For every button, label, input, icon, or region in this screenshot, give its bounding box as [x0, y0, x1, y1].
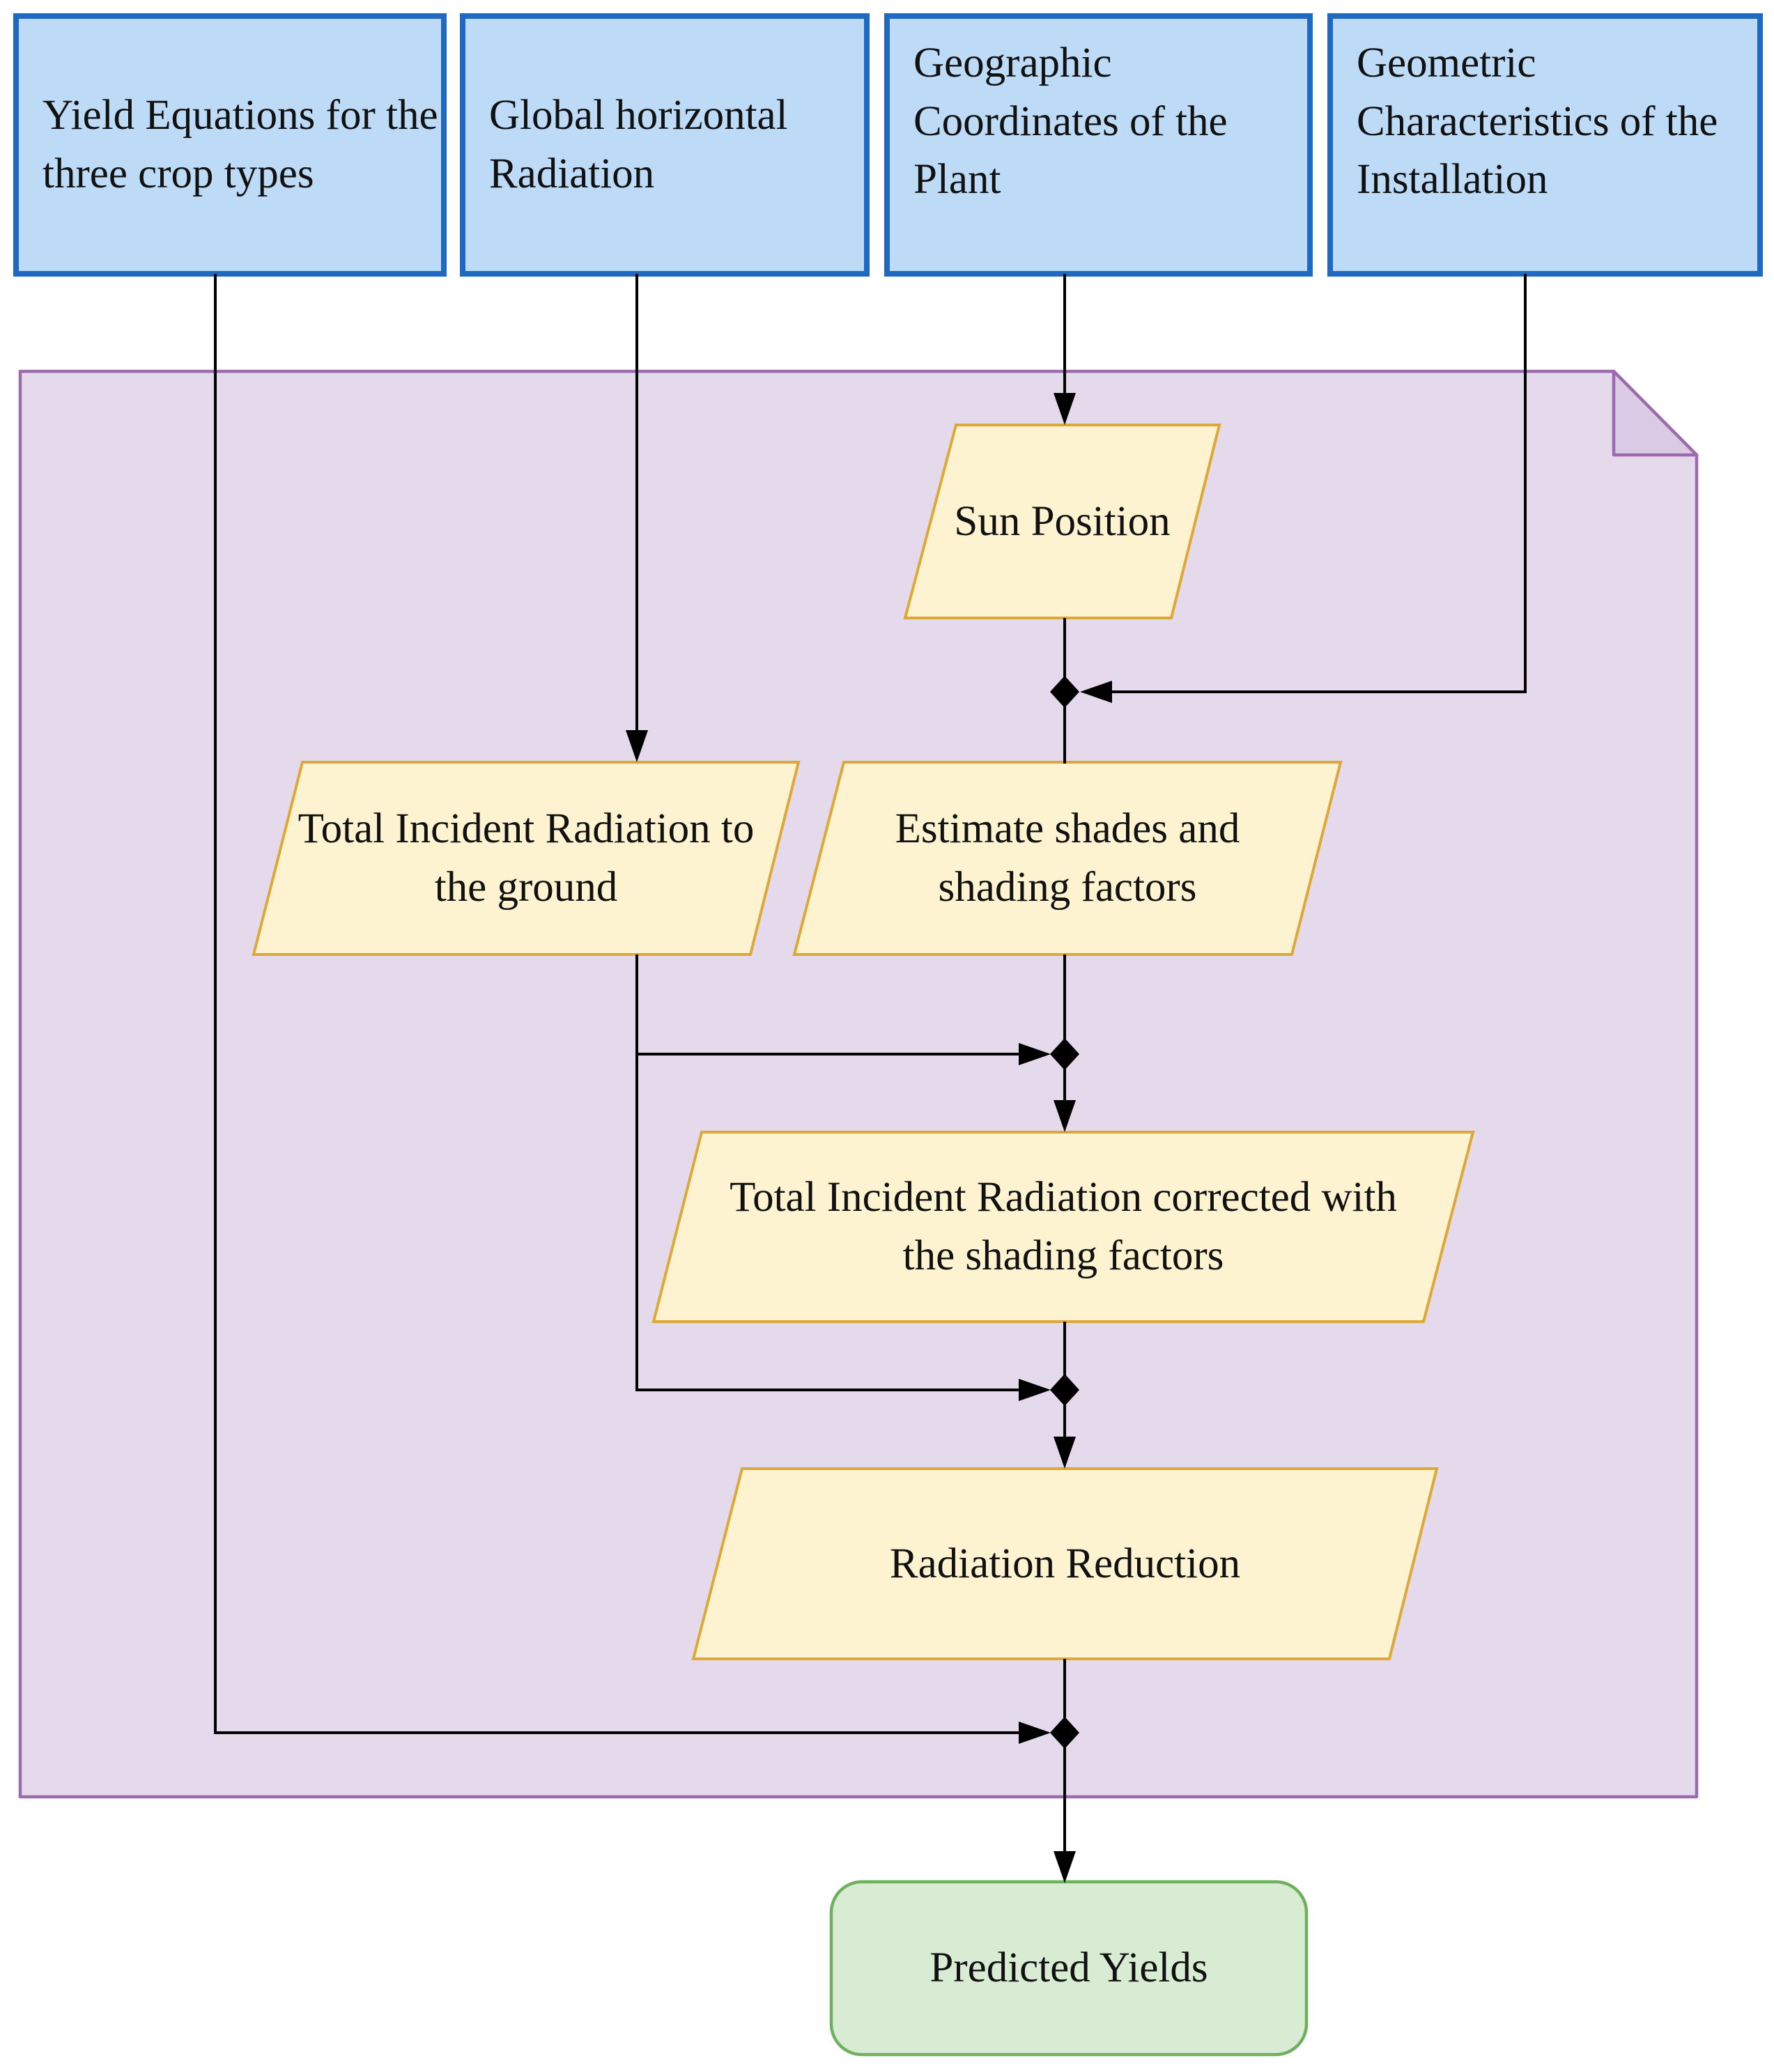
arrowhead-into-merge1	[1080, 681, 1112, 703]
arrowhead-into-merge4	[1019, 1722, 1051, 1744]
process-total-incident-radiation-ground-label: Total Incident Radiation to the ground	[298, 805, 755, 911]
connector-yield-to-merge4	[214, 274, 1019, 1734]
arrowhead-into-corrected	[1054, 1100, 1076, 1132]
output-box-predicted-yields-label: Predicted Yields	[930, 1945, 1208, 1992]
process-estimate-shades-label: Estimate shades and shading factors	[895, 805, 1240, 911]
arrowhead-into-merge2	[1019, 1043, 1051, 1065]
process-sun-position-label: Sun Position	[954, 497, 1171, 545]
connector-markers	[626, 393, 1112, 1883]
process-radiation-corrected	[651, 1131, 1475, 1323]
process-sun-position	[903, 424, 1221, 619]
arrowhead-into-reduction	[1054, 1437, 1076, 1469]
arrowhead-into-radiation-ground	[626, 730, 648, 762]
merge-diamond-3	[1050, 1374, 1079, 1406]
merge-diamond-2	[1050, 1038, 1079, 1070]
input-box-geometric-characteristics	[1327, 13, 1763, 277]
merge-diamond-4	[1050, 1717, 1079, 1749]
process-container	[18, 369, 1699, 1799]
folded-corner	[1612, 369, 1699, 457]
input-box-global-horizontal-radiation	[460, 13, 870, 277]
connector-geometric-to-merge1	[1112, 274, 1527, 693]
input-box-geographic-coordinates	[884, 13, 1313, 277]
input-box-global-horizontal-radiation-label: Global horizontal Radiation	[489, 92, 788, 197]
process-total-incident-radiation-ground	[252, 761, 801, 956]
input-box-yield-equations	[13, 13, 447, 277]
process-radiation-corrected-label: Total Incident Radiation corrected with …	[730, 1174, 1397, 1279]
input-box-geographic-coordinates-label: Geographic Coordinates of the Plant	[913, 40, 1228, 203]
process-radiation-reduction	[691, 1467, 1439, 1660]
process-radiation-reduction-label: Radiation Reduction	[889, 1540, 1241, 1587]
output-box-predicted-yields	[829, 1880, 1309, 2057]
arrowhead-into-merge3	[1019, 1379, 1051, 1401]
connector-ground-to-merge2-merge3	[635, 954, 1019, 1391]
input-box-geometric-characteristics-label: Geometric Characteristics of the Install…	[1357, 40, 1718, 203]
process-estimate-shades	[792, 761, 1343, 956]
input-box-yield-equations-label: Yield Equations for the three crop types	[43, 92, 438, 197]
arrowhead-into-output	[1054, 1851, 1076, 1883]
merge-diamond-1	[1050, 676, 1079, 708]
arrowhead-into-sun-position	[1054, 393, 1076, 425]
